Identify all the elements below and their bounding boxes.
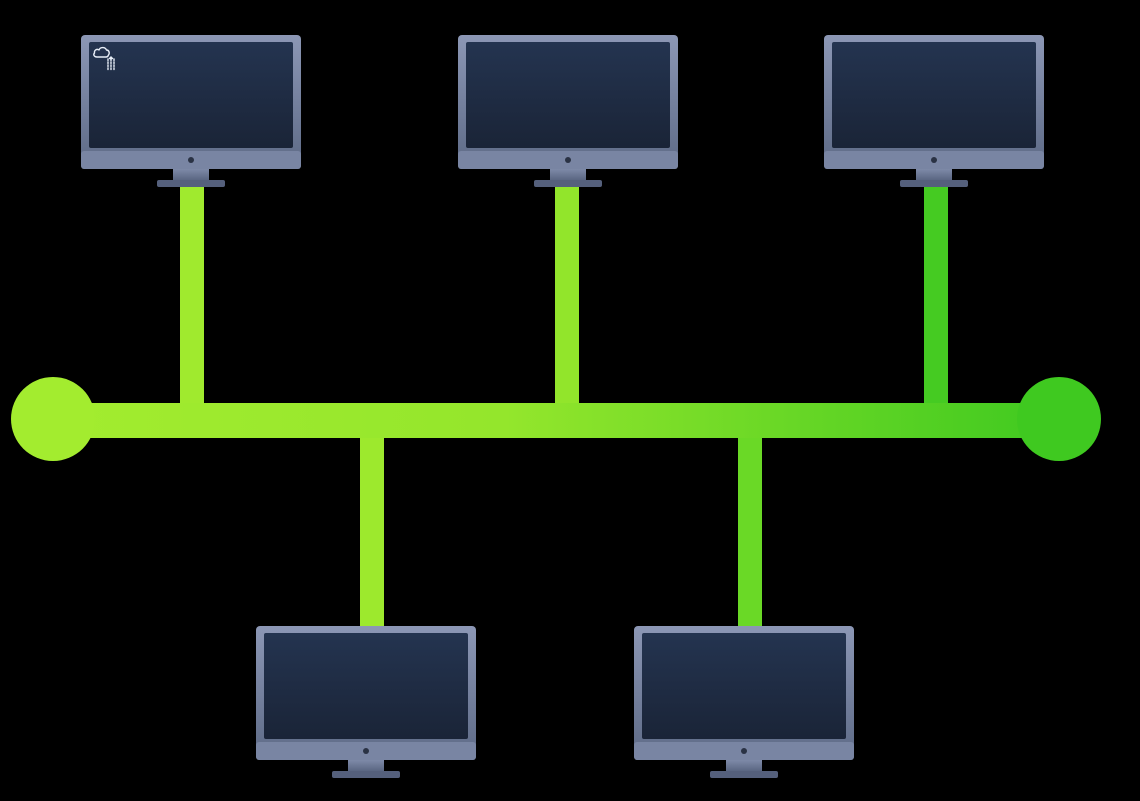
computer-top-3 [824, 35, 1044, 187]
terminator-right [1017, 377, 1101, 461]
link-bottom-1 [360, 430, 384, 630]
bus-line [50, 403, 1060, 438]
link-bottom-2 [738, 430, 762, 630]
computer-top-1 [81, 35, 301, 187]
link-top-1 [180, 185, 204, 410]
terminator-left [11, 377, 95, 461]
link-top-3 [924, 185, 948, 410]
computer-bottom-1 [256, 626, 476, 778]
computer-top-2 [458, 35, 678, 187]
link-top-2 [555, 185, 579, 410]
cloud-upload-icon [93, 46, 115, 71]
computer-bottom-2 [634, 626, 854, 778]
